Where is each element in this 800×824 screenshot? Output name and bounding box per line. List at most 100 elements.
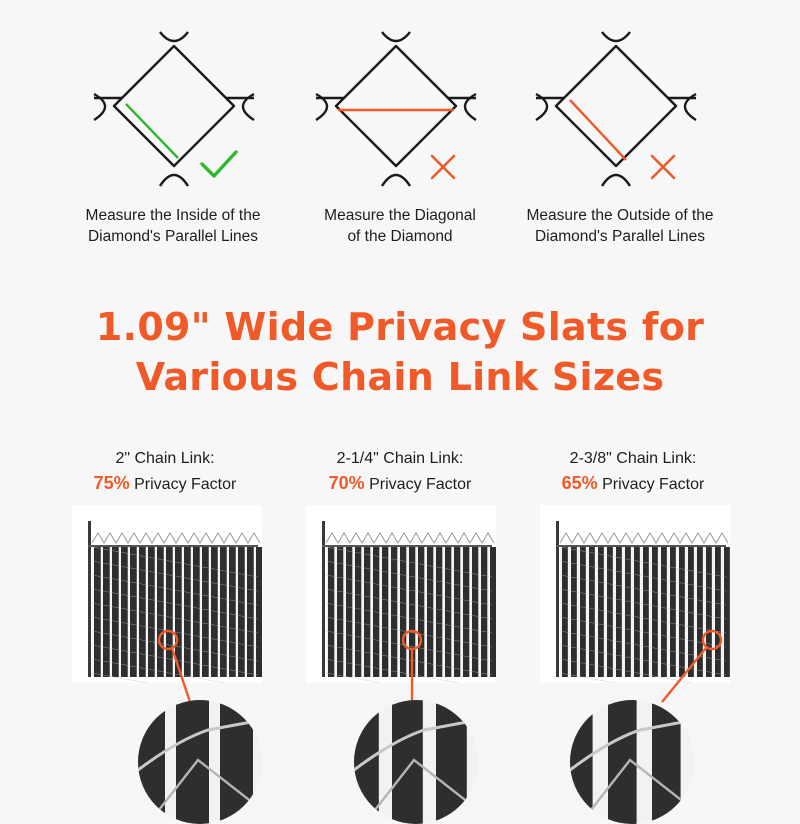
privacy-slat bbox=[589, 547, 595, 677]
privacy-suffix: Privacy Factor bbox=[134, 476, 237, 493]
mesh-wire bbox=[559, 574, 727, 606]
chain-link-size: 2-3/8" Chain Link: bbox=[569, 450, 697, 467]
privacy-slat bbox=[661, 547, 667, 677]
privacy-slat bbox=[121, 547, 128, 677]
zoom-illustration bbox=[354, 700, 478, 824]
caption-inside: Measure the Inside of the Diamond's Para… bbox=[53, 205, 293, 247]
privacy-factor: 75% Privacy Factor bbox=[50, 471, 280, 497]
privacy-slat bbox=[94, 547, 101, 677]
caption-line: Diamond's Parallel Lines bbox=[534, 228, 706, 245]
size-label-2-3-8in: 2-3/8" Chain Link: 65% Privacy Factor bbox=[518, 446, 748, 497]
mesh-wire bbox=[325, 658, 461, 683]
privacy-factor: 70% Privacy Factor bbox=[285, 471, 515, 497]
privacy-slat bbox=[418, 547, 425, 677]
zoom-detail-2-1-4in bbox=[354, 700, 478, 824]
privacy-slat bbox=[328, 547, 335, 677]
diagram-outside-measure bbox=[528, 28, 718, 198]
mesh-wire bbox=[91, 588, 259, 620]
zoom-slat bbox=[220, 700, 253, 824]
privacy-slat bbox=[382, 547, 389, 677]
zoom-detail-2-3-8in bbox=[570, 700, 694, 824]
privacy-suffix: Privacy Factor bbox=[369, 476, 472, 493]
privacy-slat bbox=[193, 547, 200, 677]
mesh-wire bbox=[325, 644, 493, 676]
privacy-slat bbox=[643, 547, 649, 677]
chain-link-top-wire bbox=[91, 532, 261, 544]
fence-photo-2-3-8in bbox=[540, 505, 730, 683]
zoom-slat bbox=[652, 700, 681, 824]
zoom-slat bbox=[436, 700, 467, 824]
mesh-wire bbox=[559, 658, 695, 683]
privacy-slat bbox=[202, 547, 209, 677]
privacy-slat bbox=[400, 547, 407, 677]
headline: 1.09" Wide Privacy Slats for Various Cha… bbox=[0, 302, 800, 402]
zoom-wire bbox=[138, 718, 262, 772]
fence-illustration bbox=[556, 521, 730, 683]
privacy-slat bbox=[409, 547, 416, 677]
privacy-slat bbox=[436, 547, 443, 677]
privacy-slat bbox=[724, 547, 730, 677]
privacy-slat bbox=[463, 547, 470, 677]
zoom-detail-2in bbox=[138, 700, 262, 824]
mesh-wire bbox=[559, 588, 727, 620]
zoom-slat bbox=[176, 700, 209, 824]
diagram-diagonal-measure bbox=[308, 28, 498, 198]
mesh-wire bbox=[325, 602, 493, 634]
mesh-wire bbox=[559, 560, 727, 592]
chain-diamond-diagram-1 bbox=[93, 31, 255, 187]
privacy-slat bbox=[445, 547, 452, 677]
zoom-wire bbox=[570, 718, 694, 772]
mesh-wire bbox=[91, 560, 259, 592]
size-label-2-1-4in: 2-1/4" Chain Link: 70% Privacy Factor bbox=[285, 446, 515, 497]
fence-photo-2-1-4in bbox=[306, 505, 496, 683]
checkmark-icon bbox=[200, 150, 238, 178]
privacy-slat bbox=[688, 547, 694, 677]
chain-diamond-diagram-3 bbox=[535, 31, 697, 187]
zoom-illustration bbox=[570, 700, 694, 824]
diagram-inside-measure bbox=[86, 28, 276, 198]
privacy-slat bbox=[247, 547, 254, 677]
privacy-slat bbox=[652, 547, 658, 677]
top-rail bbox=[556, 545, 726, 547]
privacy-slat bbox=[580, 547, 586, 677]
privacy-slat bbox=[166, 547, 173, 677]
privacy-slat bbox=[211, 547, 218, 677]
privacy-slat bbox=[562, 547, 568, 677]
caption-line: Diamond's Parallel Lines bbox=[87, 228, 259, 245]
top-rail bbox=[322, 545, 492, 547]
privacy-slat bbox=[616, 547, 622, 677]
privacy-slat bbox=[229, 547, 236, 677]
privacy-slat bbox=[364, 547, 371, 677]
headline-line-2: Various Chain Link Sizes bbox=[135, 355, 665, 399]
fence-photo-2in bbox=[72, 505, 262, 683]
privacy-suffix: Privacy Factor bbox=[602, 476, 705, 493]
chain-link-size: 2-1/4" Chain Link: bbox=[336, 450, 464, 467]
privacy-slat bbox=[175, 547, 182, 677]
fence-post bbox=[88, 521, 91, 677]
zoom-illustration bbox=[138, 700, 262, 824]
caption-line: Measure the Inside of the bbox=[85, 207, 261, 224]
mesh-wire bbox=[91, 602, 259, 634]
privacy-slat bbox=[238, 547, 245, 677]
privacy-slat bbox=[571, 547, 577, 677]
privacy-slat bbox=[130, 547, 137, 677]
mesh-wire bbox=[91, 546, 259, 578]
privacy-slat bbox=[625, 547, 631, 677]
privacy-slat bbox=[706, 547, 712, 677]
x-mark-icon bbox=[430, 154, 456, 180]
fence-post bbox=[322, 521, 325, 677]
chain-diamond-diagram-2 bbox=[315, 31, 477, 187]
privacy-slat bbox=[103, 547, 110, 677]
fence-post bbox=[556, 521, 559, 677]
chain-link-size: 2" Chain Link: bbox=[115, 450, 215, 467]
mesh-wire bbox=[325, 560, 493, 592]
privacy-slat bbox=[391, 547, 398, 677]
chain-link-top-wire bbox=[559, 532, 729, 544]
privacy-slat bbox=[481, 547, 488, 677]
caption-line: of the Diamond bbox=[347, 228, 453, 245]
privacy-slat bbox=[715, 547, 721, 677]
headline-line-1: 1.09" Wide Privacy Slats for bbox=[95, 305, 705, 349]
mesh-wire bbox=[559, 546, 727, 578]
mesh-wire bbox=[325, 546, 493, 578]
privacy-slat bbox=[220, 547, 227, 677]
